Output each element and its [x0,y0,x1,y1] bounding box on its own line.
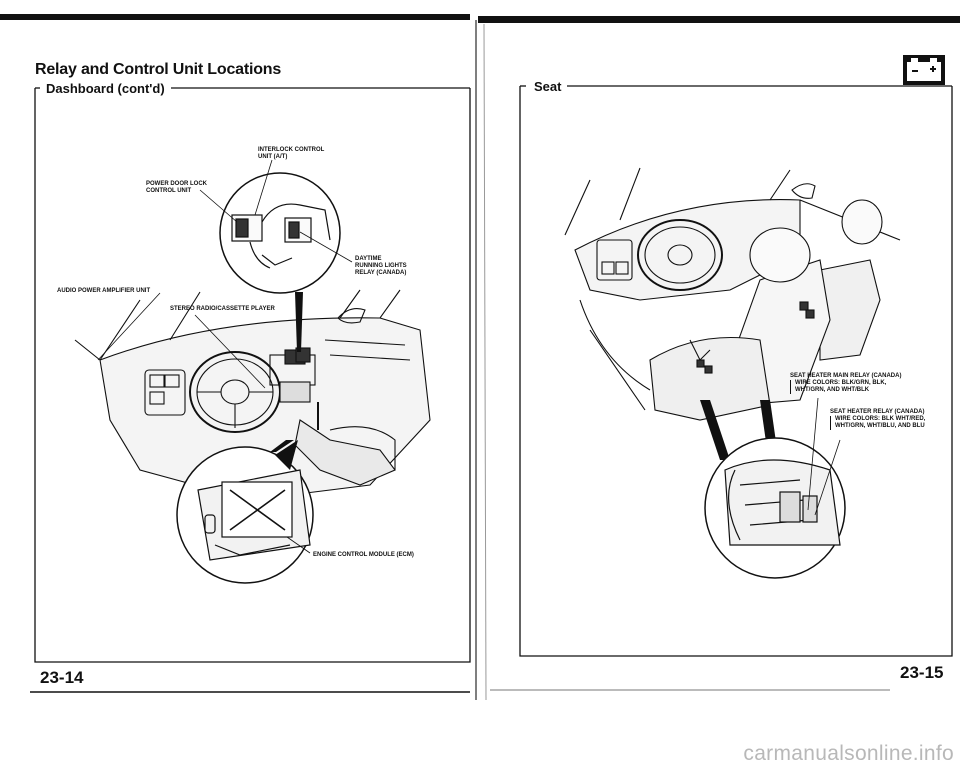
label-engine-control-module: ENGINE CONTROL MODULE (ECM) [313,552,414,558]
page-number-left: 23-14 [40,668,84,687]
seat-illustration [564,167,901,421]
section-label-seat: Seat [528,79,568,94]
watermark-text: carmanualsonline.info [743,742,954,765]
page-title: Relay and Control Unit Locations [35,61,282,78]
ecm-detail-circle [176,446,314,584]
dashboard-illustration [74,289,431,501]
interlock-detail-circle [219,172,341,294]
left-top-bar [0,14,470,20]
label-daytime-running-lights-relay: DAYTIME RUNNING LIGHTS RELAY (Canada) [355,256,407,276]
seat-heater-detail-circle [704,437,846,579]
right-leaders [807,397,841,516]
left-frame [34,88,471,663]
label-seat-heater-relay: SEAT HEATER RELAY (Canada) Wire colors: … [830,409,926,430]
left-leaders [97,159,353,554]
label-power-door-lock-control-unit: POWER DOOR LOCK CONTROL UNIT [146,181,207,194]
label-stereo-radio-cassette-player: STEREO RADIO/CASSETTE PLAYER [170,306,275,312]
label-seat-heater-main-relay: SEAT HEATER MAIN RELAY (Canada) Wire col… [790,373,902,394]
label-interlock-control-unit: INTERLOCK CONTROL UNIT (A/T) [258,147,325,160]
section-label-dashboard: Dashboard (cont'd) [40,81,171,96]
page-number-right: 23-15 [900,663,944,682]
right-top-bar [478,16,960,23]
label-audio-power-amplifier-unit: AUDIO POWER AMPLIFIER UNIT [57,288,151,294]
right-frame [519,86,953,657]
battery-icon [903,55,945,85]
gutter-line-2 [483,23,487,701]
